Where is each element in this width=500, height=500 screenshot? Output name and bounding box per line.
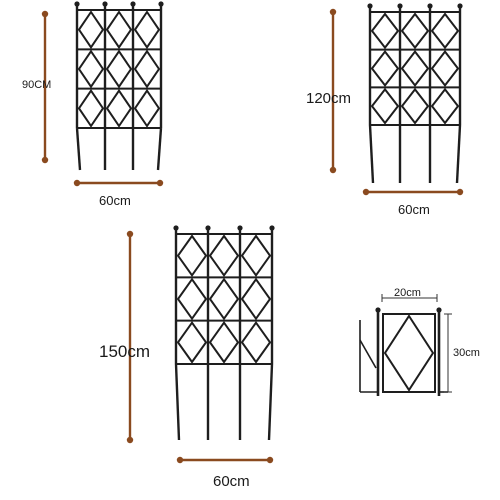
medium-trellis-diamond [370,12,400,50]
detail-cell-frame [382,313,436,393]
detail-view [359,294,452,396]
large-trellis-leg [267,363,274,441]
medium-trellis-leg [455,124,462,184]
small-trellis-leg [156,127,163,171]
small-trellis-height-dimension-end-bottom [41,156,49,164]
large-trellis-height-dimension-end-top [126,230,134,238]
medium-trellis-width-dimension-end-right [456,188,464,196]
detail-height-label: 30cm [453,347,480,359]
small-trellis-finial [158,1,164,7]
large-trellis-diamond [240,277,272,321]
medium-trellis [367,3,463,184]
large-trellis-leg [174,363,181,441]
large-trellis-finial [237,225,243,231]
large-trellis-finial [205,225,211,231]
large-trellis-finial [269,225,275,231]
large-trellis-diamond [240,234,272,278]
detail-finial [436,307,442,313]
large-trellis-width-label: 60cm [213,473,250,490]
large-trellis-width-dimension-end-left [176,456,184,464]
small-trellis-width-dimension-end-right [156,179,164,187]
small-trellis [74,1,164,171]
medium-trellis-finial [457,3,463,9]
medium-trellis-width-label: 60cm [398,202,430,217]
detail-width-label: 20cm [394,287,421,299]
medium-trellis-diamond [370,50,400,87]
large-trellis-height-label: 150cm [99,342,151,361]
small-trellis-width-label: 60cm [99,193,131,208]
large-trellis-diamond [176,320,208,364]
small-trellis-diamond [77,10,105,50]
small-trellis-diamond [77,49,105,89]
medium-trellis-diamond [430,50,460,87]
small-trellis-width-dimension-end-left [73,179,81,187]
large-trellis-diamond [176,277,208,321]
small-trellis-diamond [133,88,161,128]
large-trellis-finial [173,225,179,231]
medium-trellis-height-dimension-end-top [329,8,337,16]
medium-trellis-diamond [400,87,430,125]
small-trellis-finial [102,1,108,7]
detail-diamond [383,314,435,392]
medium-trellis-diamond [400,12,430,50]
large-trellis-diamond [208,234,240,278]
small-trellis-diamond [133,49,161,89]
small-trellis-diamond [105,88,133,128]
large-trellis-diamond [240,320,272,364]
medium-trellis-height-label: 120cm [306,90,352,107]
medium-trellis-diamond [370,87,400,125]
small-trellis-diamond [105,49,133,89]
detail-finial [375,307,381,313]
medium-trellis-diamond [430,12,460,50]
medium-trellis-diamond [400,50,430,87]
medium-trellis-finial [397,3,403,9]
large-trellis-height-dimension-end-bottom [126,436,134,444]
small-trellis-finial [74,1,80,7]
large-trellis-width-dimension-end-right [266,456,274,464]
large-trellis [173,225,275,441]
medium-trellis-finial [427,3,433,9]
small-trellis-diamond [77,88,105,128]
medium-trellis-leg [368,124,375,184]
large-trellis-diamond [208,320,240,364]
small-trellis-diamond [105,10,133,50]
small-trellis-height-label: 90CM [22,79,52,91]
large-trellis-diamond [208,277,240,321]
medium-trellis-width-dimension-end-left [362,188,370,196]
medium-trellis-finial [367,3,373,9]
detail-neighbour-bar [359,339,377,369]
medium-trellis-height-dimension-end-bottom [329,166,337,174]
small-trellis-finial [130,1,136,7]
small-trellis-leg [75,127,82,171]
large-trellis-diamond [176,234,208,278]
medium-trellis-diamond [430,87,460,125]
small-trellis-diamond [133,10,161,50]
small-trellis-height-dimension-end-top [41,10,49,18]
